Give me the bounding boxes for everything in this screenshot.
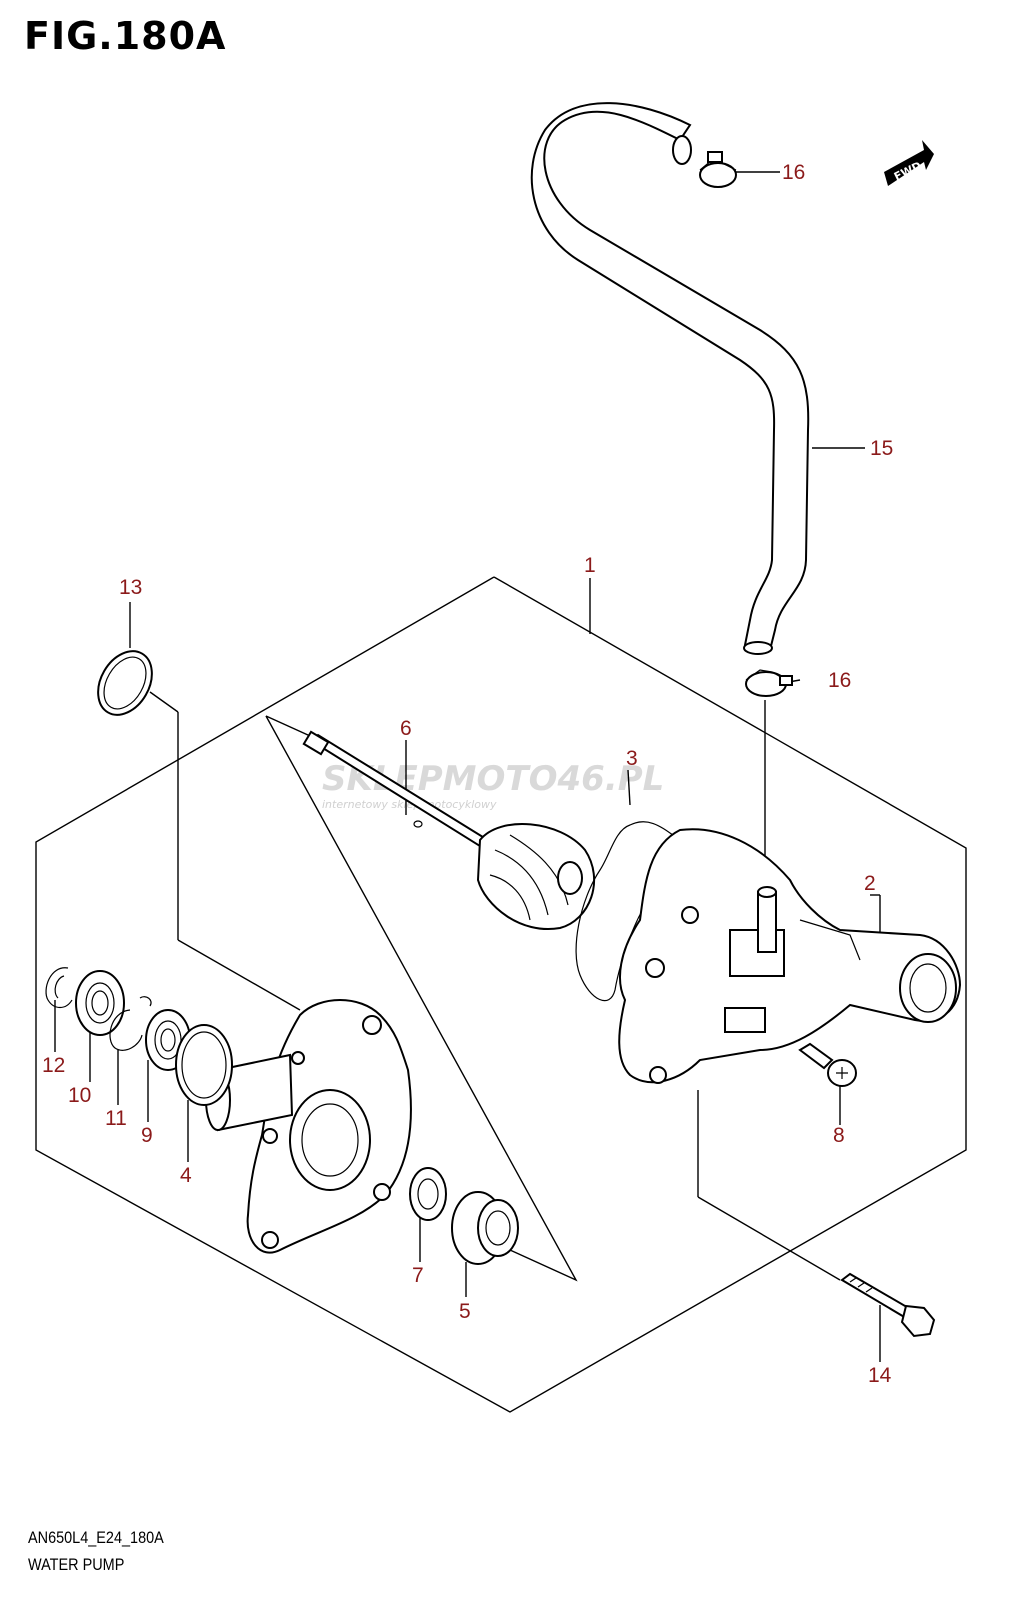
leader-lines: [54, 171, 881, 1362]
callout-15: 15: [870, 437, 893, 460]
callout-1: 1: [584, 554, 596, 577]
oil-seal-7: [409, 1167, 447, 1221]
callout-8: 8: [833, 1124, 845, 1147]
figure-name: WATER PUMP: [28, 1555, 125, 1574]
callout-5: 5: [459, 1300, 471, 1323]
hose-clamp-upper: [699, 151, 737, 188]
water-hose: [530, 102, 810, 655]
impeller: [476, 823, 595, 931]
callout-12: 12: [42, 1054, 65, 1077]
callout-4: 4: [180, 1164, 192, 1187]
callout-11: 11: [105, 1107, 127, 1130]
bolt-14: [840, 1272, 936, 1338]
circlip-12: [45, 967, 73, 1009]
assembly-outline: [35, 576, 967, 1413]
model-code: AN650L4_E24_180A: [28, 1528, 164, 1547]
forward-direction-arrow: FWD: [884, 140, 934, 186]
callout-13: 13: [119, 576, 142, 599]
callout-2: 2: [864, 872, 876, 895]
figure-title: FIG.180A: [24, 14, 227, 58]
pump-cover: [618, 828, 962, 1084]
callout-7: 7: [412, 1264, 424, 1287]
mechanical-seal-5: [451, 1191, 519, 1265]
callout-16-lower: 16: [828, 669, 851, 692]
callout-16-upper: 16: [782, 161, 805, 184]
screw-8: [798, 1042, 857, 1087]
watermark: SKLEPMOTO46.PL internetowy sklep motocyk…: [322, 759, 664, 811]
o-ring-4: [175, 1024, 233, 1106]
o-ring-13: [97, 650, 153, 716]
callout-14: 14: [868, 1364, 892, 1387]
pump-case: [205, 999, 412, 1254]
watermark-tagline: internetowy sklep motocyklowy: [322, 798, 497, 811]
callout-9: 9: [141, 1124, 153, 1147]
callout-labels: 1 2 3 4 5 6 7 8 9 10 11 12 13 14 15 16 1…: [42, 161, 893, 1387]
callout-10: 10: [68, 1084, 91, 1107]
bearing-10: [75, 970, 125, 1036]
hose-clamp-lower: [745, 669, 793, 697]
callout-6: 6: [400, 717, 412, 740]
shaft-group-outline: [265, 715, 578, 1282]
circlip-11: [109, 1009, 143, 1051]
callout-3: 3: [626, 747, 638, 770]
